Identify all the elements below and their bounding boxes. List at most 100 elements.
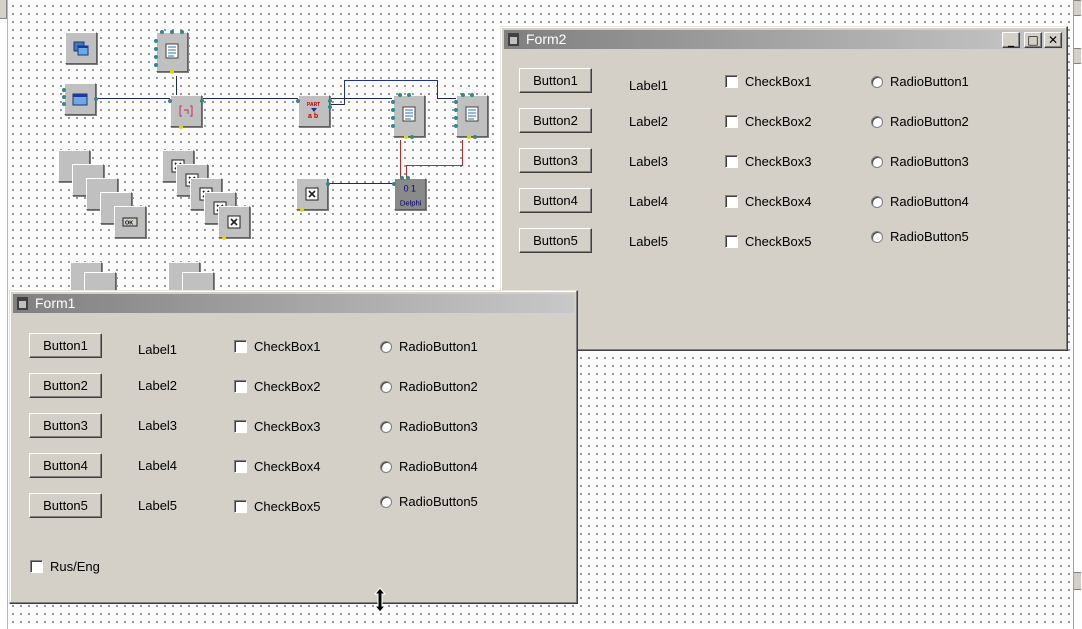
form2-titlebar[interactable]: Form2 _ □ ✕	[504, 30, 1064, 49]
wire	[344, 80, 345, 105]
memo-icon	[402, 106, 416, 122]
maximize-button[interactable]: □	[1024, 32, 1042, 48]
form1-button-1[interactable]: Button1	[29, 333, 102, 358]
form1-checkbox-4-label[interactable]: CheckBox4	[254, 459, 321, 474]
form2-button-4[interactable]: Button4	[519, 188, 592, 213]
form1-titlebar[interactable]: Form1	[13, 294, 574, 313]
rus-eng-checkbox-box[interactable]	[30, 560, 43, 573]
form2-label-5: Label5	[629, 234, 669, 249]
right-edge-strip	[1073, 0, 1082, 629]
svg-text:OK: OK	[125, 221, 133, 227]
form2-radio-1-dot[interactable]	[871, 76, 883, 88]
form1-radio-5-label[interactable]: RadioButton5	[399, 494, 478, 509]
form1-radio-2-dot[interactable]	[380, 381, 392, 393]
form2-checkbox-1-box[interactable]	[725, 75, 738, 88]
splitter-icon	[179, 105, 193, 117]
form2-radio-2-label[interactable]: RadioButton2	[890, 114, 969, 129]
form1-label-1: Label1	[138, 342, 178, 357]
form2-checkbox-2-label[interactable]: CheckBox2	[745, 114, 812, 129]
form1-checkbox-2-box[interactable]	[234, 380, 247, 393]
wire	[328, 183, 394, 184]
form1-window[interactable]: Form1 Button1 Button2 Button3 Button4 Bu…	[9, 290, 578, 604]
form1-checkbox-5-label[interactable]: CheckBox5	[254, 499, 321, 514]
form2-label-3: Label3	[629, 154, 669, 169]
form1-button-2[interactable]: Button2	[29, 373, 102, 398]
checkbox-component[interactable]	[296, 178, 330, 212]
form1-label-3: Label3	[138, 418, 178, 433]
form2-window[interactable]: Form2 _ □ ✕ Button1 Button2 Button3 Butt…	[500, 26, 1068, 351]
splitter-component[interactable]	[168, 95, 204, 129]
right-strip-segment	[1074, 48, 1081, 64]
form-window-icon	[73, 41, 89, 56]
delphi-component[interactable]: 0 1 Delphi	[392, 176, 426, 210]
form2-radio-1-label[interactable]: RadioButton1	[890, 74, 969, 89]
form1-button-4[interactable]: Button4	[29, 453, 102, 478]
form2-checkbox-5-box[interactable]	[725, 235, 738, 248]
form1-button-5[interactable]: Button5	[29, 493, 102, 518]
memo-component[interactable]	[154, 30, 188, 74]
form1-checkbox-1-label[interactable]: CheckBox1	[254, 339, 321, 354]
button-comp-icon: OK	[122, 217, 138, 227]
wire	[400, 140, 401, 182]
close-button[interactable]: ✕	[1044, 32, 1062, 48]
form1-radio-3-label[interactable]: RadioButton3	[399, 419, 478, 434]
form1-radio-3-dot[interactable]	[380, 421, 392, 433]
form1-radio-1-dot[interactable]	[380, 341, 392, 353]
form1-checkbox-3-box[interactable]	[234, 420, 247, 433]
button-component[interactable]: OK	[114, 206, 146, 238]
rus-eng-checkbox-label[interactable]: Rus/Eng	[50, 559, 100, 574]
form-component[interactable]	[62, 83, 98, 115]
delphi-icon: 0 1 Delphi	[400, 183, 422, 207]
wire	[406, 165, 463, 166]
form-component[interactable]	[65, 32, 97, 64]
svg-text:0 1: 0 1	[404, 183, 416, 193]
form1-radio-2-label[interactable]: RadioButton2	[399, 379, 478, 394]
memo-component[interactable]	[454, 93, 488, 139]
form1-checkbox-5-box[interactable]	[234, 500, 247, 513]
form2-button-3[interactable]: Button3	[519, 148, 592, 173]
form2-checkbox-4-box[interactable]	[725, 195, 738, 208]
form2-checkbox-5-label[interactable]: CheckBox5	[745, 234, 812, 249]
form2-radio-2-dot[interactable]	[871, 116, 883, 128]
form2-radio-4-label[interactable]: RadioButton4	[890, 194, 969, 209]
right-strip-segment	[1074, 572, 1081, 590]
canvas-left-edge	[0, 0, 8, 629]
form1-checkbox-1-box[interactable]	[234, 340, 247, 353]
form2-label-4: Label4	[629, 194, 669, 209]
memo-component[interactable]	[391, 93, 425, 139]
form1-checkbox-2-label[interactable]: CheckBox2	[254, 379, 321, 394]
part-component[interactable]: PART a b	[296, 95, 332, 127]
form2-checkbox-2-box[interactable]	[725, 115, 738, 128]
form2-radio-4-dot[interactable]	[871, 196, 883, 208]
checkbox-component[interactable]	[218, 206, 250, 240]
wire	[344, 80, 437, 81]
form2-radio-3-dot[interactable]	[871, 156, 883, 168]
form1-checkbox-3-label[interactable]: CheckBox3	[254, 419, 321, 434]
form2-checkbox-4-label[interactable]: CheckBox4	[745, 194, 812, 209]
form2-button-1[interactable]: Button1	[519, 68, 592, 93]
form1-radio-4-dot[interactable]	[380, 461, 392, 473]
form2-radio-5-dot[interactable]	[871, 231, 883, 243]
wire	[437, 80, 438, 99]
form2-radio-3-label[interactable]: RadioButton3	[890, 154, 969, 169]
form1-radio-1-label[interactable]: RadioButton1	[399, 339, 478, 354]
form-icon	[508, 33, 519, 46]
form2-checkbox-1-label[interactable]: CheckBox1	[745, 74, 812, 89]
part-icon: PART a b	[307, 102, 320, 120]
form2-checkbox-3-box[interactable]	[725, 155, 738, 168]
form1-button-3[interactable]: Button3	[29, 413, 102, 438]
svg-text:Delphi: Delphi	[400, 198, 422, 207]
form1-radio-4-label[interactable]: RadioButton4	[399, 459, 478, 474]
form2-button-2[interactable]: Button2	[519, 108, 592, 133]
form2-radio-5-label[interactable]: RadioButton5	[890, 229, 969, 244]
form-window-icon	[72, 93, 88, 106]
form-icon	[17, 297, 28, 310]
wire	[176, 76, 177, 98]
form2-button-5[interactable]: Button5	[519, 228, 592, 253]
form1-checkbox-4-box[interactable]	[234, 460, 247, 473]
svg-text:PART: PART	[307, 102, 320, 108]
form2-checkbox-3-label[interactable]: CheckBox3	[745, 154, 812, 169]
form2-label-2: Label2	[629, 114, 669, 129]
form1-radio-5-dot[interactable]	[380, 496, 392, 508]
minimize-button[interactable]: _	[1002, 32, 1020, 48]
